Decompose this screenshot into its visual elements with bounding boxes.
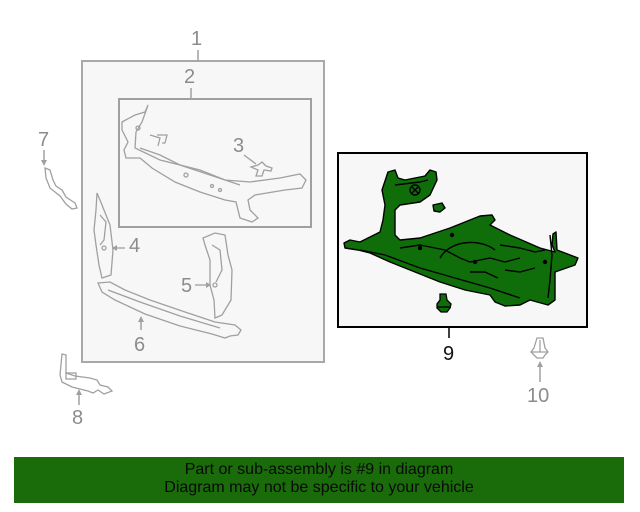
part-10-clip[interactable] — [530, 337, 549, 382]
part-9-clip[interactable] — [436, 293, 452, 313]
callout-9[interactable]: 9 — [443, 343, 455, 365]
part-7-strip[interactable] — [41, 150, 78, 210]
callout-4[interactable]: 4 — [129, 235, 141, 257]
callout-6[interactable]: 6 — [134, 334, 146, 356]
assembly-box-2 — [118, 98, 312, 228]
info-banner: Part or sub-assembly is #9 in diagram Di… — [14, 457, 624, 503]
parts-diagram: 1 2 3 4 5 6 7 8 9 10 — [38, 28, 588, 429]
callout-1[interactable]: 1 — [191, 28, 203, 50]
part-8-bracket[interactable] — [59, 353, 114, 405]
part-6-lower-member[interactable] — [97, 281, 242, 339]
callout-8[interactable]: 8 — [72, 407, 84, 429]
callout-7[interactable]: 7 — [38, 129, 50, 151]
callout-2[interactable]: 2 — [184, 66, 196, 88]
part-9-engine-undercover[interactable] — [343, 169, 579, 307]
part-2-radiator-support-upper[interactable] — [121, 104, 307, 223]
part-4-side-support[interactable] — [93, 192, 125, 279]
banner-line-disclaimer: Diagram may not be specific to your vehi… — [164, 479, 474, 496]
callout-5[interactable]: 5 — [181, 275, 193, 297]
callout-10[interactable]: 10 — [527, 385, 550, 407]
part-5-side-support[interactable] — [195, 232, 233, 319]
part-3-bracket[interactable] — [243, 154, 273, 177]
banner-line-part: Part or sub-assembly is #9 in diagram — [184, 461, 454, 478]
callout-3[interactable]: 3 — [233, 135, 245, 157]
